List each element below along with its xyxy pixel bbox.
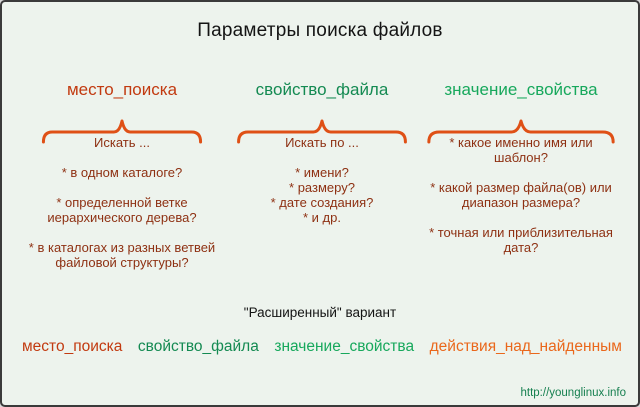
column-search-location: место_поиска Искать ... * в одном катало…: [22, 80, 222, 270]
column-item: * в каталогах из разных ветвей файловой …: [28, 240, 216, 270]
column-file-property: свойство_файла Искать по ... * имени? * …: [227, 80, 417, 225]
extended-variant-label: "Расширенный" вариант: [243, 305, 397, 320]
source-url[interactable]: http://younglinux.info: [520, 387, 627, 399]
column-header: место_поиска: [66, 80, 178, 99]
extended-item-file-property: свойство_файла: [137, 338, 259, 355]
column-caption: Искать ...: [94, 135, 150, 150]
extended-item-actions-on-found: действия_над_найденным: [429, 338, 622, 355]
column-header: свойство_файла: [255, 80, 389, 99]
page-title: Параметры поиска файлов: [197, 20, 443, 41]
column-caption: * какое именно имя или шаблон?: [449, 135, 593, 165]
extended-item-search-location: место_поиска: [22, 338, 123, 355]
column-item: * определенной ветке иерархического дере…: [47, 195, 197, 225]
extended-variant-row: место_поиска свойство_файла значение_сво…: [2, 338, 638, 356]
column-property-value: значение_свойства * какое именно имя или…: [418, 80, 624, 255]
column-item: * имени? * размеру? * дате создания? * и…: [270, 165, 374, 225]
column-item: * какой размер файла(ов) или диапазон ра…: [430, 180, 612, 210]
brace-icon: [41, 118, 203, 144]
column-header: значение_свойства: [444, 80, 598, 99]
column-caption: Искать по ...: [285, 135, 359, 150]
brace-icon: [236, 118, 408, 144]
column-item: * в одном каталоге?: [61, 165, 183, 180]
brace-icon: [426, 118, 616, 144]
column-item: * точная или приблизительная дата?: [429, 225, 613, 255]
extended-item-property-value: значение_свойства: [274, 338, 415, 355]
